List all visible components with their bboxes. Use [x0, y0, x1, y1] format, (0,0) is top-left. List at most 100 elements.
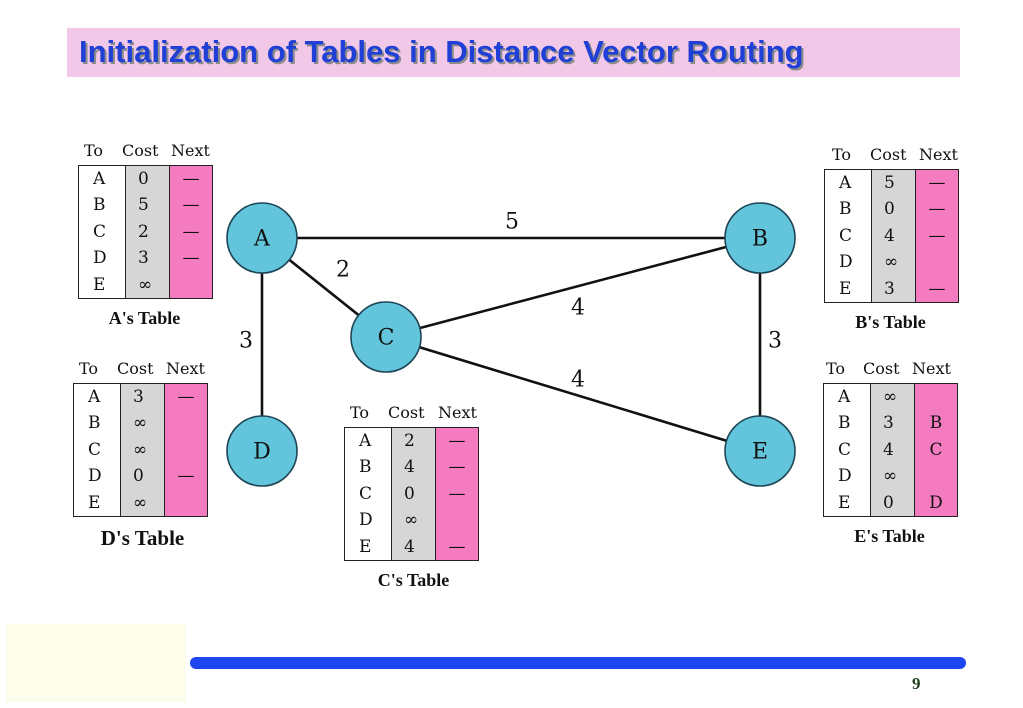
cell-next: — — [928, 225, 946, 246]
header-cost: Cost — [388, 403, 425, 422]
cell-cost: ∞ — [884, 252, 899, 273]
edges: 5 2 3 4 4 3 — [239, 210, 782, 453]
edge-line-c-e — [385, 335, 761, 453]
header-cost: Cost — [870, 145, 907, 164]
cell-to: A — [838, 387, 851, 407]
header-next: Next — [438, 403, 477, 422]
header-next: Next — [171, 141, 210, 160]
cell-next — [165, 410, 207, 436]
cell-next: B — [929, 413, 943, 434]
cell-next: — — [448, 483, 466, 504]
cell-to: B — [838, 413, 851, 434]
cell-cost: 0 — [133, 466, 144, 487]
header-to: To — [350, 403, 370, 422]
cell-next — [165, 490, 207, 516]
cell-to: D — [359, 510, 373, 531]
cell-cost: ∞ — [133, 439, 148, 460]
cell-cost: ∞ — [404, 510, 419, 531]
routing-table-e: To Cost Next A B C D E ∞ 3 4 ∞ 0 B C D E… — [823, 358, 968, 558]
routing-table-b: To Cost Next A B C D E 5 0 4 ∞ 3 — — — —… — [824, 144, 969, 344]
cell-cost: ∞ — [883, 387, 898, 407]
cell-next — [436, 507, 478, 533]
cell-cost: 2 — [404, 431, 415, 451]
cell-cost: 4 — [404, 536, 415, 557]
cell-cost: 5 — [884, 173, 895, 193]
edge-line-c-b — [385, 236, 761, 339]
title-bar: Initialization of Tables in Distance Vec… — [67, 28, 960, 77]
cell-to: A — [359, 431, 372, 451]
table-grid: A B C D E 3 ∞ ∞ 0 ∞ — — — [73, 383, 208, 517]
header-to: To — [84, 141, 104, 160]
cell-next: — — [448, 457, 466, 478]
edge-cost-b-e: 3 — [768, 329, 782, 354]
routing-table-a: To Cost Next A B C D E 0 5 2 3 ∞ — — — —… — [78, 140, 218, 340]
cell-cost: 4 — [883, 439, 894, 460]
footer-bar — [190, 657, 966, 669]
cell-to: D — [93, 248, 107, 269]
routing-table-d: To Cost Next A B C D E 3 ∞ ∞ 0 ∞ — — D's… — [73, 358, 213, 558]
cell-cost: 4 — [404, 457, 415, 478]
table-caption: D's Table — [100, 526, 185, 550]
corner-decoration — [6, 624, 186, 702]
cell-to: B — [93, 195, 106, 216]
cell-cost: 3 — [138, 248, 149, 269]
node-c: C — [350, 301, 422, 373]
cell-next: D — [929, 492, 943, 513]
header-cost: Cost — [122, 141, 159, 160]
column-cost: 0 5 2 3 ∞ — [126, 166, 170, 298]
cell-cost: 0 — [883, 492, 894, 513]
column-to: A B C D E — [824, 384, 871, 516]
cell-cost: 5 — [138, 195, 149, 216]
edge-a-b: 5 — [262, 210, 760, 240]
cell-next — [915, 384, 957, 410]
table-grid: A B C D E 5 0 4 ∞ 3 — — — — — [824, 169, 959, 303]
node-label-e: E — [752, 440, 768, 465]
cell-cost: 3 — [884, 278, 895, 299]
cell-next: — — [182, 248, 200, 269]
column-to: A B C D E — [74, 384, 121, 516]
table-caption: A's Table — [108, 308, 181, 328]
cell-to: B — [839, 199, 852, 220]
cell-to: D — [839, 252, 853, 273]
edge-c-b: 4 — [385, 236, 761, 339]
table-caption: C's Table — [377, 570, 450, 590]
header-cost: Cost — [117, 359, 154, 378]
edge-c-e: 4 — [385, 335, 761, 453]
slide-title: Initialization of Tables in Distance Vec… — [79, 34, 804, 69]
column-cost: 5 0 4 ∞ 3 — [872, 170, 916, 302]
cell-to: C — [359, 483, 373, 504]
node-label-a: A — [253, 227, 271, 252]
node-b: B — [724, 202, 796, 274]
nodes: A B C D E — [226, 202, 796, 487]
cell-to: C — [88, 439, 102, 460]
node-d: D — [226, 415, 298, 487]
cell-cost: 0 — [404, 483, 415, 504]
cell-next: — — [182, 221, 200, 242]
cell-next: — — [182, 195, 200, 216]
routing-table-c: To Cost Next A B C D E 2 4 0 ∞ 4 — — — —… — [344, 402, 489, 602]
cell-cost: 2 — [138, 221, 149, 242]
cell-next: — — [448, 536, 466, 557]
column-to: A B C D E — [825, 170, 872, 302]
node-label-b: B — [752, 227, 768, 252]
table-caption: B's Table — [855, 312, 926, 332]
column-next: B C D — [915, 384, 957, 516]
cell-to: C — [93, 221, 107, 242]
cell-to: A — [93, 169, 106, 189]
cell-next — [165, 437, 207, 463]
edge-cost-a-c: 2 — [336, 258, 350, 283]
cell-to: A — [839, 173, 852, 193]
cell-cost: 3 — [883, 413, 894, 434]
cell-to: E — [838, 492, 851, 513]
page-number: 9 — [912, 674, 921, 693]
cell-to: A — [88, 387, 101, 407]
cell-cost: 4 — [884, 225, 895, 246]
header-next: Next — [912, 359, 951, 378]
cell-cost: 3 — [133, 387, 144, 407]
cell-next — [916, 249, 958, 275]
node-e: E — [724, 415, 796, 487]
column-next: — — — [165, 384, 207, 516]
node-a: A — [226, 202, 298, 274]
table-grid: A B C D E 0 5 2 3 ∞ — — — — — [78, 165, 213, 299]
cell-cost: ∞ — [138, 274, 153, 295]
